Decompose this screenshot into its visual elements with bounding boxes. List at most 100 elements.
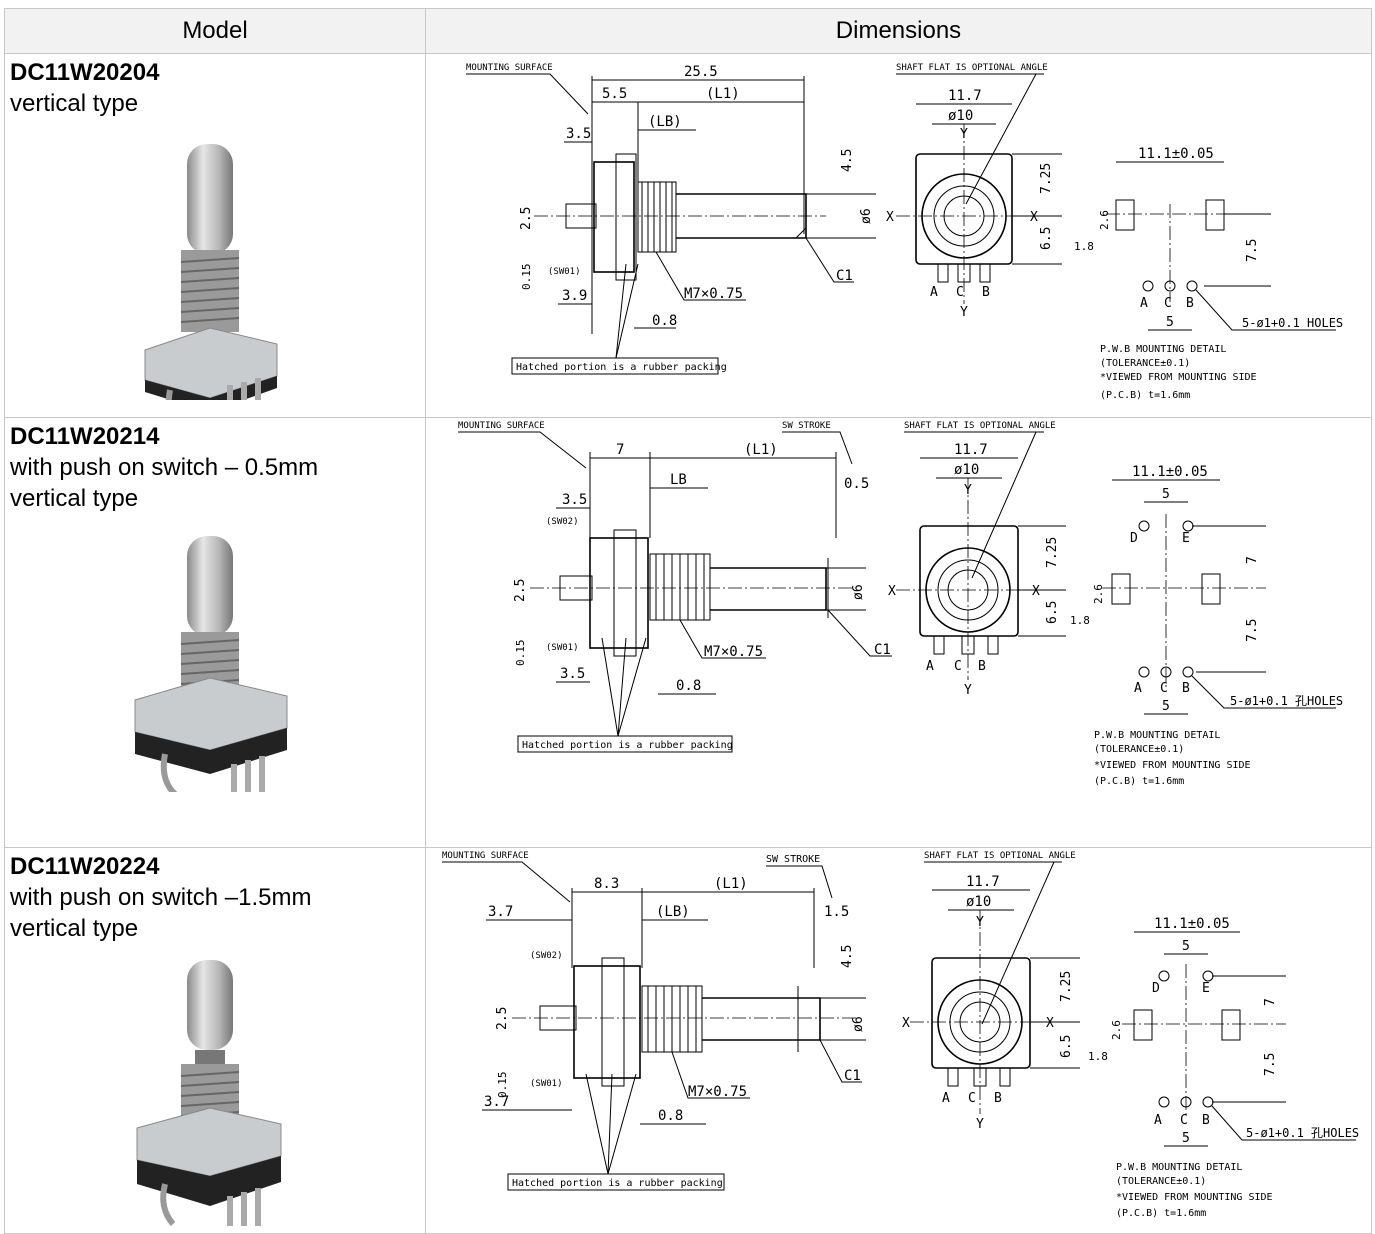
dim-3-5: 3.5 xyxy=(562,492,587,508)
front-pin-b: B xyxy=(978,659,986,674)
header-model: Model xyxy=(4,8,426,54)
axis-x-left: X xyxy=(902,1016,910,1031)
axis-y-bottom: Y xyxy=(964,683,972,698)
dim-lb: (LB) xyxy=(648,114,682,130)
pcb-note-1: P.W.B MOUNTING DETAIL xyxy=(1094,730,1220,741)
pcb-pin-d: D xyxy=(1152,981,1160,996)
pcb-height-top: 7 xyxy=(1245,556,1260,564)
model-name: DC11W20224 xyxy=(10,853,160,880)
axis-x-left: X xyxy=(888,584,896,599)
dim-l1: (L1) xyxy=(706,86,740,102)
side-view: MOUNTING SURFACE SW STROKE 8.3 (L1) 1.5 … xyxy=(442,851,866,1191)
front-pin-a: A xyxy=(942,1091,950,1106)
axis-x-right: X xyxy=(1030,210,1038,225)
pcb-offset: 1.8 xyxy=(1074,240,1094,253)
pcb-pin-c: C xyxy=(1160,681,1168,696)
c1-label: C1 xyxy=(844,1068,861,1084)
pcb-view: 11.1±0.05 5 D E 7 7.5 2.6 1.8 A C B xyxy=(1070,464,1343,787)
front-h1: 7.25 xyxy=(1039,163,1054,194)
front-width: 11.7 xyxy=(954,442,988,458)
axis-y-bottom: Y xyxy=(976,1117,984,1132)
pcb-pin-e: E xyxy=(1202,981,1210,996)
pcb-pitch: 5 xyxy=(1162,699,1170,714)
dim-2-5: 2.5 xyxy=(519,207,534,230)
spec-table: Model Dimensions DC11W20204 vertical typ… xyxy=(4,8,1372,1234)
pcb-square: 2.6 xyxy=(1092,584,1105,604)
dim-a: 8.3 xyxy=(594,876,619,892)
dim-0-15: 0.15 xyxy=(520,264,533,291)
dimension-drawing: MOUNTING SURFACE 25.5 5.5 (L1) (LB) 3.5 … xyxy=(466,63,1343,401)
axis-y-top: Y xyxy=(976,915,984,930)
dim-stroke: 0.5 xyxy=(844,476,869,492)
sw01-label: (SW01) xyxy=(530,1079,563,1089)
pcb-pitch: 5 xyxy=(1166,315,1174,330)
front-phi10: ø10 xyxy=(948,108,973,124)
dim-3-9: 3.9 xyxy=(562,288,587,304)
pcb-height: 7.5 xyxy=(1263,1053,1278,1076)
dim-2-5: 2.5 xyxy=(513,579,528,602)
sw01-label: (SW01) xyxy=(546,643,579,653)
dim-stroke: 1.5 xyxy=(824,904,849,920)
pcb-square: 2.6 xyxy=(1110,1020,1123,1040)
model-name: DC11W20204 xyxy=(10,59,160,86)
dim-a: 5.5 xyxy=(602,86,627,102)
pcb-note-3: *VIEWED FROM MOUNTING SIDE xyxy=(1116,1192,1273,1203)
model-name: DC11W20214 xyxy=(10,423,160,450)
pcb-holes: 5-ø1+0.1 HOLES xyxy=(1242,316,1343,330)
axis-y-top: Y xyxy=(960,127,968,142)
front-phi10: ø10 xyxy=(954,462,979,478)
dimension-drawing: MOUNTING SURFACE SW STROKE 8.3 (L1) 1.5 … xyxy=(442,851,1359,1219)
dimension-drawing: MOUNTING SURFACE SW STROKE 7 (L1) 0.5 LB… xyxy=(458,421,1343,787)
pcb-pin-e: E xyxy=(1182,531,1190,546)
model-cell: DC11W20204 vertical type xyxy=(4,53,426,418)
pcb-note-2: (TOLERANCE±0.1) xyxy=(1094,744,1184,755)
pcb-offset: 1.8 xyxy=(1088,1050,1108,1063)
thread-label: M7×0.75 xyxy=(704,644,763,660)
front-pin-c: C xyxy=(954,659,962,674)
mounting-surface-label: MOUNTING SURFACE xyxy=(442,851,529,861)
dim-0-15: 0.15 xyxy=(496,1072,509,1099)
mounting-surface-label: MOUNTING SURFACE xyxy=(466,63,553,73)
dim-3-7b: 3.7 xyxy=(484,1094,509,1110)
pcb-note-1: P.W.B MOUNTING DETAIL xyxy=(1100,344,1226,355)
front-pin-c: C xyxy=(956,285,964,300)
dim-phi6: ø6 xyxy=(859,208,874,224)
dim-l1: (L1) xyxy=(714,876,748,892)
shaft-flat-note: SHAFT FLAT IS OPTIONAL ANGLE xyxy=(904,421,1056,431)
sw02-label: (SW02) xyxy=(546,517,579,527)
pcb-pitch: 5 xyxy=(1182,1131,1190,1146)
c1-label: C1 xyxy=(836,268,853,284)
side-view: MOUNTING SURFACE SW STROKE 7 (L1) 0.5 LB… xyxy=(458,421,892,753)
front-h1: 7.25 xyxy=(1059,971,1074,1002)
dim-a: 7 xyxy=(616,442,624,458)
pcb-width: 11.1±0.05 xyxy=(1132,464,1208,480)
front-width: 11.7 xyxy=(966,874,1000,890)
front-view: SHAFT FLAT IS OPTIONAL ANGLE 11.7 ø10 X … xyxy=(886,63,1062,320)
front-pin-b: B xyxy=(982,285,990,300)
pcb-pitch-top: 5 xyxy=(1182,939,1190,954)
dimensions-cell: MOUNTING SURFACE SW STROKE 8.3 (L1) 1.5 … xyxy=(425,847,1372,1234)
front-view: SHAFT FLAT IS OPTIONAL ANGLE 11.7 ø10 X … xyxy=(888,421,1066,698)
axis-y-bottom: Y xyxy=(960,305,968,320)
pcb-pin-b: B xyxy=(1186,296,1194,311)
pcb-note-4: (P.C.B) t=1.6mm xyxy=(1100,390,1190,401)
pcb-pin-b: B xyxy=(1182,681,1190,696)
pcb-height-top: 7 xyxy=(1263,998,1278,1006)
dim-phi6: ø6 xyxy=(851,584,866,600)
pcb-pin-a: A xyxy=(1134,681,1142,696)
sw-stroke-label: SW STROKE xyxy=(766,854,820,865)
pcb-note-4: (P.C.B) t=1.6mm xyxy=(1094,776,1184,787)
rubber-packing-note: Hatched portion is a rubber packing xyxy=(522,740,733,751)
pcb-pin-c: C xyxy=(1164,296,1172,311)
pcb-note-1: P.W.B MOUNTING DETAIL xyxy=(1116,1162,1242,1173)
dim-4-5: 4.5 xyxy=(840,945,855,968)
dim-3-7: 3.7 xyxy=(488,904,513,920)
pcb-height: 7.5 xyxy=(1245,619,1260,642)
dim-0-8: 0.8 xyxy=(658,1108,683,1124)
front-pin-a: A xyxy=(926,659,934,674)
model-desc-line: with push on switch – 0.5mm xyxy=(10,454,319,481)
front-pin-b: B xyxy=(994,1091,1002,1106)
sw-stroke-label: SW STROKE xyxy=(782,421,831,431)
dimensions-cell: MOUNTING SURFACE SW STROKE 7 (L1) 0.5 LB… xyxy=(425,417,1372,848)
c1-label: C1 xyxy=(874,642,891,658)
